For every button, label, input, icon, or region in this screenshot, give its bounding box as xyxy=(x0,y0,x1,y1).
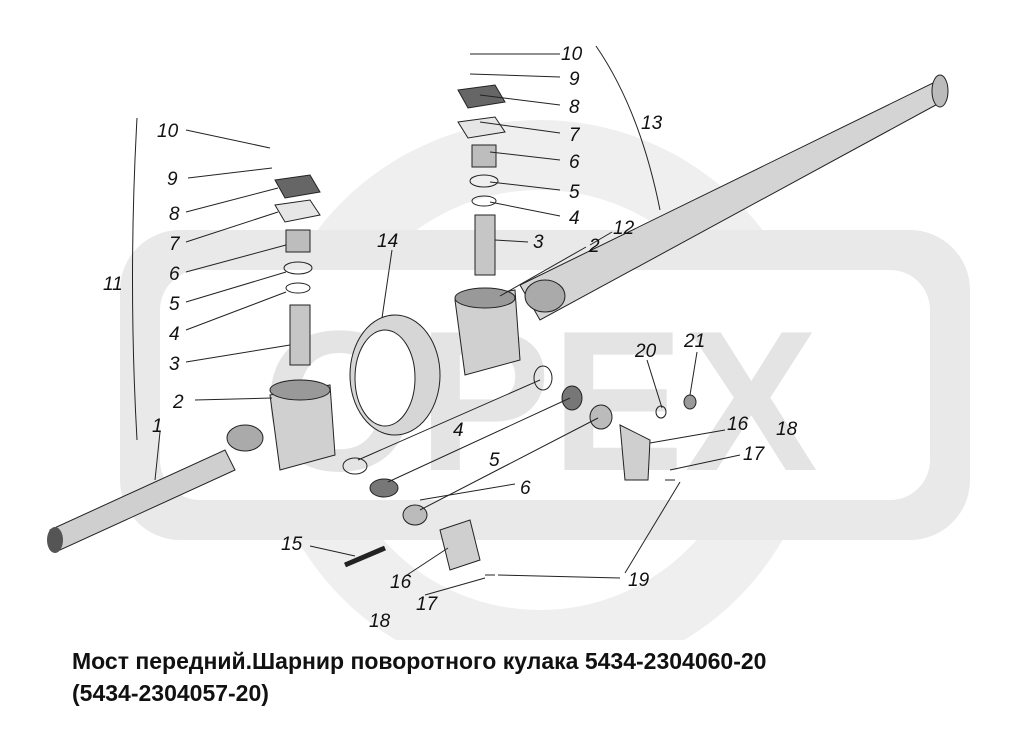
band-14 xyxy=(349,314,441,436)
callouts: 10 9 8 7 6 5 4 3 2 11 1 14 10 9 8 7 6 5 … xyxy=(103,44,798,632)
group-13-bracket xyxy=(595,45,661,211)
callout-6-left: 6 xyxy=(169,264,180,285)
callout-15: 15 xyxy=(281,534,303,555)
callout-20: 20 xyxy=(634,341,657,362)
callout-14: 14 xyxy=(377,231,398,252)
leader-lines xyxy=(154,53,741,596)
callout-17-right: 17 xyxy=(743,444,766,465)
callout-13: 13 xyxy=(641,113,663,134)
callout-10-right: 10 xyxy=(561,44,583,65)
callout-7-left: 7 xyxy=(169,234,181,255)
callout-17-left: 17 xyxy=(416,594,439,615)
watermark-logo: OPEX xyxy=(120,120,970,640)
callout-6-right: 6 xyxy=(569,152,580,173)
callout-21: 21 xyxy=(683,331,705,352)
left-knuckle xyxy=(269,174,336,471)
callout-10-left: 10 xyxy=(157,121,179,142)
callout-8-right: 8 xyxy=(569,97,580,118)
callout-16-right: 16 xyxy=(727,414,749,435)
callout-9-left: 9 xyxy=(167,169,178,190)
right-knuckle xyxy=(454,84,521,376)
group-11-bracket xyxy=(132,117,138,441)
callout-16-left: 16 xyxy=(390,572,412,593)
callout-4-right: 4 xyxy=(569,208,580,229)
callout-1: 1 xyxy=(152,416,163,437)
callout-5-bottom: 5 xyxy=(489,450,500,471)
callout-19: 19 xyxy=(628,570,650,591)
callout-2-right: 2 xyxy=(588,236,600,257)
callout-3-right: 3 xyxy=(533,232,544,253)
callout-8-left: 8 xyxy=(169,204,180,225)
diagram-caption: Мост передний.Шарнир поворотного кулака … xyxy=(72,645,1002,709)
callout-4-bottom: 4 xyxy=(453,420,464,441)
seal-rings xyxy=(342,365,697,526)
callout-11: 11 xyxy=(103,274,123,295)
axle-shaft xyxy=(47,74,949,553)
caption-line-2: (5434-2304057-20) xyxy=(72,680,269,706)
callout-4-left: 4 xyxy=(169,324,180,345)
caption-line-1: Мост передний.Шарнир поворотного кулака … xyxy=(72,648,767,674)
watermark-text: OPEX xyxy=(262,290,818,513)
callout-9-right: 9 xyxy=(569,69,580,90)
exploded-parts-diagram: OPEX xyxy=(47,44,970,640)
callout-7-right: 7 xyxy=(569,125,581,146)
callout-12: 12 xyxy=(613,218,635,239)
callout-18-right: 18 xyxy=(776,419,798,440)
callout-2-left: 2 xyxy=(172,392,184,413)
callout-5-left: 5 xyxy=(169,294,180,315)
callout-6-bottom: 6 xyxy=(520,478,531,499)
callout-5-right: 5 xyxy=(569,182,580,203)
levers xyxy=(344,424,675,576)
callout-3-left: 3 xyxy=(169,354,180,375)
callout-18-left: 18 xyxy=(369,611,391,632)
